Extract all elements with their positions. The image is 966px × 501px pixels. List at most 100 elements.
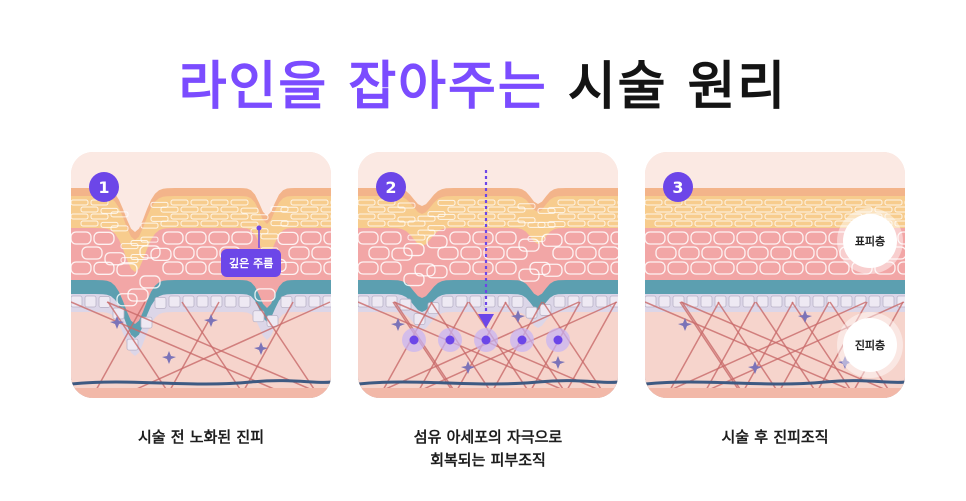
cell bbox=[553, 295, 566, 308]
cell bbox=[690, 231, 712, 245]
fiber bbox=[679, 301, 741, 393]
cell bbox=[868, 295, 881, 308]
cell bbox=[541, 263, 563, 277]
cell bbox=[457, 199, 476, 206]
cell bbox=[84, 295, 97, 308]
stimulation-dot bbox=[517, 335, 527, 345]
cell bbox=[527, 221, 546, 228]
cell bbox=[294, 295, 307, 308]
panel-stimulation: 2 bbox=[358, 152, 618, 398]
cell bbox=[701, 246, 723, 260]
cell bbox=[805, 231, 827, 245]
cell bbox=[71, 231, 92, 245]
cell bbox=[782, 231, 804, 245]
cell bbox=[190, 199, 209, 206]
cell bbox=[684, 199, 703, 206]
title-highlight: 라인을 잡아주는 bbox=[178, 57, 548, 117]
caption-after: 시술 후 진피조직 bbox=[721, 428, 829, 446]
cell bbox=[567, 206, 586, 213]
cell bbox=[537, 207, 556, 214]
cell bbox=[130, 254, 149, 261]
cell bbox=[154, 296, 167, 309]
cell bbox=[577, 199, 596, 206]
cell bbox=[828, 261, 850, 275]
cell bbox=[71, 261, 92, 275]
bottom-band bbox=[358, 388, 618, 398]
cell bbox=[280, 206, 299, 213]
cell bbox=[380, 231, 402, 245]
cell bbox=[694, 220, 713, 227]
cell bbox=[140, 222, 159, 229]
cell bbox=[93, 231, 115, 245]
fibroblast-star bbox=[511, 310, 525, 323]
panel-after: 3 표피층 진피층 bbox=[645, 152, 905, 398]
fibroblast-star bbox=[204, 314, 218, 327]
cell-group bbox=[645, 199, 905, 308]
cell bbox=[441, 295, 454, 308]
cell bbox=[300, 220, 319, 227]
cell bbox=[607, 206, 618, 213]
cell bbox=[150, 215, 169, 222]
cell bbox=[90, 213, 109, 220]
cell bbox=[180, 206, 199, 213]
cell bbox=[104, 252, 126, 266]
cell bbox=[200, 220, 219, 227]
cell bbox=[517, 203, 536, 210]
cell bbox=[367, 220, 386, 227]
cell bbox=[816, 246, 838, 260]
cell bbox=[575, 246, 597, 260]
cell bbox=[804, 213, 823, 220]
cell bbox=[437, 199, 456, 206]
cell bbox=[407, 234, 426, 241]
cell bbox=[397, 216, 416, 223]
cell bbox=[358, 199, 376, 206]
cell bbox=[511, 295, 524, 308]
cell bbox=[116, 293, 138, 307]
cell bbox=[742, 295, 755, 308]
cell bbox=[300, 206, 319, 213]
cell bbox=[80, 206, 99, 213]
cell bbox=[610, 231, 618, 245]
cell bbox=[678, 246, 700, 260]
cell bbox=[894, 206, 905, 213]
cell bbox=[238, 295, 251, 308]
cell bbox=[472, 231, 494, 245]
fibroblast-star bbox=[748, 361, 762, 374]
cell bbox=[597, 213, 616, 220]
cell bbox=[812, 295, 825, 308]
cell bbox=[150, 247, 172, 262]
cell bbox=[507, 220, 526, 227]
cell bbox=[71, 295, 83, 308]
step-badge-2: 2 bbox=[376, 172, 406, 202]
cell bbox=[518, 268, 540, 282]
cell bbox=[185, 231, 207, 245]
cell bbox=[854, 295, 867, 308]
fiber bbox=[778, 301, 830, 393]
fiber bbox=[542, 301, 604, 393]
cell bbox=[403, 242, 425, 257]
vessel-line bbox=[71, 379, 331, 386]
fibroblast-star bbox=[391, 318, 405, 331]
cell bbox=[587, 261, 609, 275]
cell bbox=[645, 261, 666, 275]
needle-arrowhead bbox=[478, 314, 494, 328]
cell bbox=[587, 220, 606, 227]
cell bbox=[754, 220, 773, 227]
cell bbox=[437, 246, 459, 260]
cell bbox=[240, 207, 259, 214]
cell bbox=[713, 261, 735, 275]
cell bbox=[714, 220, 733, 227]
cell bbox=[449, 261, 471, 275]
cell bbox=[323, 261, 331, 275]
cell bbox=[518, 238, 540, 252]
cell bbox=[547, 221, 566, 228]
cell bbox=[547, 207, 566, 214]
cell bbox=[645, 231, 666, 245]
cell bbox=[469, 295, 482, 308]
cell bbox=[814, 220, 833, 227]
cell bbox=[81, 246, 103, 260]
cell bbox=[704, 213, 723, 220]
cell bbox=[744, 213, 763, 220]
cell bbox=[310, 199, 329, 206]
cell bbox=[814, 206, 833, 213]
